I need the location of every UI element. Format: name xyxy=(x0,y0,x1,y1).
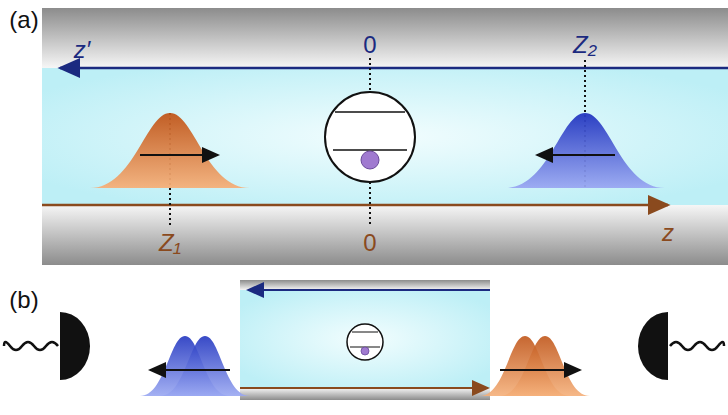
panel-label: (b) xyxy=(9,288,38,312)
position-label: Z₂ xyxy=(573,33,597,57)
axis-label: z′ xyxy=(74,38,91,62)
origin-label: 0 xyxy=(363,231,376,255)
axis-label: z xyxy=(662,221,674,245)
position-label: Z₁ xyxy=(159,231,181,255)
origin-label: 0 xyxy=(363,33,376,57)
panel-label: (a) xyxy=(9,8,38,32)
